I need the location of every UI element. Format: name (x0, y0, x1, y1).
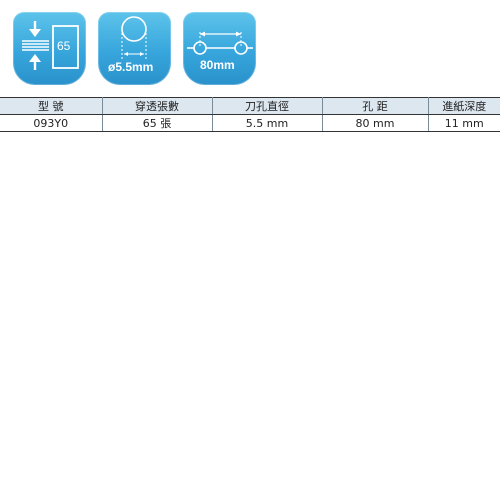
hole-distance-icon (187, 31, 253, 55)
hole-diameter-icon (121, 16, 147, 59)
sheets-capacity-icon (22, 21, 79, 70)
hole-diameter-badge: ø5.5mm (98, 12, 171, 85)
cell-sheet-capacity: 65 張 (102, 114, 213, 132)
header-sheet-capacity: 穿透張數 (102, 97, 213, 115)
sheets-capacity-badge: 65 (13, 12, 86, 85)
cell-paper-depth: 11 mm (428, 114, 500, 132)
header-paper-depth: 進紙深度 (428, 97, 500, 115)
header-hole-diameter: 刀孔直徑 (212, 97, 323, 115)
hole-distance-value: 80mm (200, 58, 235, 72)
cell-hole-diameter: 5.5 mm (212, 114, 323, 132)
cell-hole-distance: 80 mm (322, 114, 429, 132)
icon-row: 65 ø5.5mm 80mm (13, 12, 256, 85)
hole-diameter-value: ø5.5mm (108, 60, 154, 74)
header-hole-distance: 孔 距 (322, 97, 429, 115)
header-model: 型 號 (0, 97, 103, 115)
spec-table: 型 號 穿透張數 刀孔直徑 孔 距 進紙深度 093Y0 65 張 5.5 mm… (0, 97, 500, 132)
table-header-row: 型 號 穿透張數 刀孔直徑 孔 距 進紙深度 (0, 97, 500, 115)
cell-model: 093Y0 (0, 114, 103, 132)
table-row: 093Y0 65 張 5.5 mm 80 mm 11 mm (0, 114, 500, 132)
sheets-capacity-value: 65 (57, 39, 71, 53)
hole-distance-badge: 80mm (183, 12, 256, 85)
